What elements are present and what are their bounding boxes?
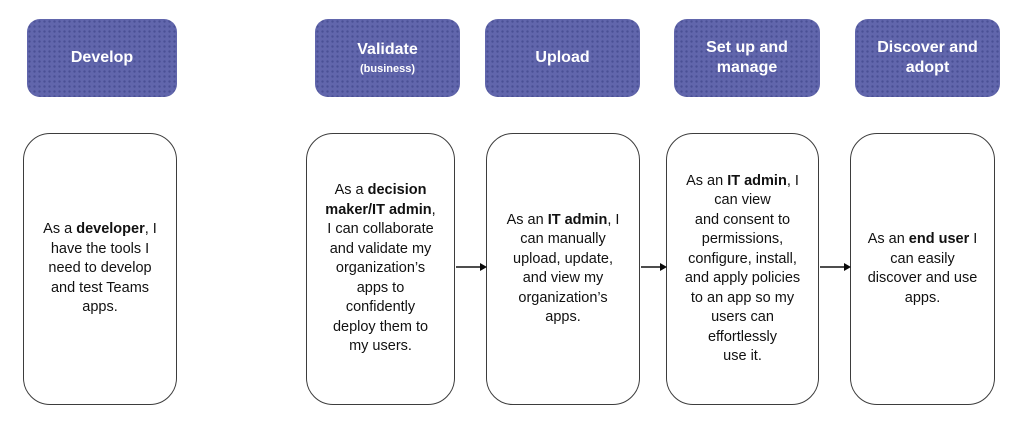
card-text-line: maker/IT admin, bbox=[325, 201, 436, 218]
card-text-line: As a decision bbox=[334, 182, 427, 199]
card-text-line: deploy them to bbox=[332, 318, 429, 335]
stage-header-label: Validate bbox=[357, 41, 418, 59]
card-text-line: permissions, bbox=[701, 231, 784, 247]
card-text-line: I can collaborate bbox=[327, 221, 434, 238]
card-text-line: can manually bbox=[520, 231, 606, 247]
card-text-line: apps to bbox=[356, 279, 405, 296]
card-text-line: and validate my bbox=[329, 240, 432, 257]
card-text-line: configure, install, bbox=[688, 250, 797, 267]
card-text-line: can easily bbox=[890, 250, 955, 267]
card-text-line: and apply policies bbox=[684, 270, 801, 286]
card-text-line: As an IT admin, I bbox=[686, 172, 799, 189]
flow-arrow-upload-to-setup-manage bbox=[641, 266, 660, 268]
stage-header-discover-adopt: Discover and adopt bbox=[855, 19, 1000, 97]
card-text-line: need to develop bbox=[48, 260, 152, 277]
flow-arrow-setup-manage-to-discover-adopt bbox=[820, 266, 844, 268]
card-text-line: As an IT admin, I bbox=[506, 211, 620, 228]
stage-card-text: As an end user I can easily discover and u… bbox=[851, 230, 994, 308]
stage-card-discover-adopt: As an end user I can easily discover and u… bbox=[850, 133, 995, 405]
card-text-line: and consent to bbox=[694, 211, 791, 228]
card-text-line: use it. bbox=[723, 348, 762, 364]
card-text-line: have the tools I bbox=[50, 240, 150, 257]
stage-header-label: Set up and manage bbox=[706, 38, 788, 76]
stage-card-validate: As a decision maker/IT admin, I can collab… bbox=[306, 133, 455, 405]
stage-header-develop: Develop bbox=[27, 19, 177, 97]
stage-card-text: As a decision maker/IT admin, I can collab… bbox=[307, 181, 454, 357]
stage-header-validate: Validate (business) bbox=[315, 19, 460, 97]
card-text-line: and view my bbox=[522, 270, 604, 286]
card-text-line: organization’s bbox=[518, 289, 608, 306]
card-text-line: As an end user I bbox=[867, 231, 978, 247]
stage-card-text: As a developer, I have the tools I need to… bbox=[24, 220, 176, 318]
stage-card-develop: As a developer, I have the tools I need to… bbox=[23, 133, 177, 405]
card-text-line: apps. bbox=[545, 309, 581, 325]
stage-card-upload: As an IT admin, I can manually upload, upd… bbox=[486, 133, 640, 405]
stage-header-sublabel: (business) bbox=[359, 62, 415, 75]
card-text-line: As a developer, I bbox=[43, 221, 157, 238]
stage-header-label: Upload bbox=[535, 48, 590, 66]
card-text-line: apps. bbox=[904, 289, 941, 306]
card-text-line: organization’s bbox=[335, 260, 426, 277]
card-text-line: upload, update, bbox=[513, 250, 613, 267]
stage-card-text: As an IT admin, I can manually upload, upd… bbox=[487, 211, 639, 328]
flow-arrow-validate-to-upload bbox=[456, 266, 480, 268]
stage-card-setup-manage: As an IT admin, I can view and consent to p… bbox=[666, 133, 819, 405]
stage-header-setup-manage: Set up and manage bbox=[674, 19, 820, 97]
card-text-line: to an app so my bbox=[690, 289, 795, 306]
stage-header-label: Discover and adopt bbox=[877, 38, 978, 76]
stage-header-label: Develop bbox=[70, 48, 134, 66]
stage-header-upload: Upload bbox=[485, 19, 640, 97]
card-text-line: discover and use bbox=[867, 270, 978, 286]
stage-card-text: As an IT admin, I can view and consent to p… bbox=[667, 172, 818, 367]
card-text-line: my users. bbox=[349, 338, 412, 355]
card-text-line: can view bbox=[714, 192, 771, 208]
card-text-line: apps. bbox=[82, 299, 118, 316]
card-text-line: users can bbox=[711, 309, 774, 325]
card-text-line: effortlessly bbox=[707, 328, 778, 345]
card-text-line: and test Teams bbox=[50, 279, 150, 296]
card-text-line: confidently bbox=[345, 299, 416, 316]
